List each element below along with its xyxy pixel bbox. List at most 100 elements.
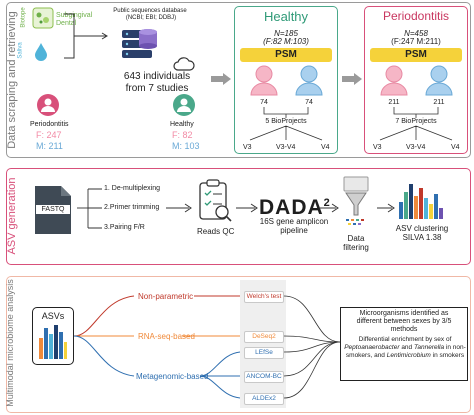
multimodal-analysis-section bbox=[6, 276, 471, 413]
perio-m: M: 211 bbox=[36, 141, 63, 151]
data-filter-icon bbox=[343, 176, 369, 225]
perio-psm-pill: PSM bbox=[370, 48, 462, 62]
biotope-dental: Dental bbox=[56, 20, 77, 27]
metagenomic-label: Metagenomic-based bbox=[136, 372, 209, 381]
healthy-female-icon bbox=[250, 65, 278, 96]
result-detail-1: Differential enrichment by sex bbox=[358, 336, 445, 343]
dada2-logo: DADA2 bbox=[259, 192, 331, 219]
data-scraping-label: Data scraping and retrieving bbox=[6, 11, 18, 149]
healthy-avatar-icon bbox=[173, 94, 195, 116]
dada2-desc-line1: 16S gene amplicon bbox=[259, 217, 329, 226]
reads-qc-label: Reads QC bbox=[197, 227, 235, 236]
periodontitis-avatar-icon bbox=[37, 94, 59, 116]
periodontitis-group-box bbox=[364, 6, 468, 154]
arrow-to-healthy bbox=[211, 73, 231, 85]
result-detail: Differential enrichment by sex of Peptoa… bbox=[344, 336, 466, 360]
asv-generation-section bbox=[6, 168, 471, 265]
perio-bioprojects: 7 BioProjects bbox=[395, 118, 437, 125]
welch-test-box: Welch's test bbox=[244, 291, 284, 303]
ancombc-box: ANCOM-BC bbox=[244, 371, 284, 383]
dada2-logo-sup: 2 bbox=[323, 197, 331, 209]
database-server-icon bbox=[122, 29, 157, 58]
asv-label-line1: ASV clustering bbox=[395, 224, 449, 233]
perio-region-v4: V4 bbox=[451, 144, 460, 151]
multimodal-analysis-label: Multimodal microbiome analysis bbox=[5, 279, 15, 407]
arrow-to-perio bbox=[342, 73, 362, 85]
healthy-region-v3v4: V3-V4 bbox=[276, 144, 296, 151]
asvs-box bbox=[32, 307, 74, 365]
healthy-box-title: Healthy bbox=[263, 9, 309, 24]
result-box bbox=[340, 307, 468, 381]
result-detail-5: in smokers bbox=[432, 352, 465, 359]
healthy-box-n: N=185 bbox=[274, 29, 298, 38]
arrow-to-qc bbox=[166, 203, 192, 213]
saliva-vertical-label: Saliva bbox=[17, 42, 24, 59]
db-sub: (NCBI; EBI; DDBJ) bbox=[125, 15, 177, 21]
result-genus-2: Tannerella bbox=[413, 344, 445, 351]
result-line1: Microorganisms identified as bbox=[359, 310, 449, 317]
individuals-line2: from 7 studies bbox=[125, 83, 189, 94]
filter-label-line2: filtering bbox=[343, 243, 369, 252]
method-connectors bbox=[74, 295, 241, 399]
filter-label-line1: Data bbox=[347, 234, 365, 243]
arrow-to-dada bbox=[236, 203, 258, 213]
dada2-desc-line2: pipeline bbox=[280, 226, 308, 235]
healthy-label: Healthy bbox=[170, 121, 194, 128]
perio-f: F: 247 bbox=[36, 130, 62, 140]
asv-label-line2: SILVA 1.38 bbox=[402, 233, 442, 242]
step-demultiplexing: 1. De-multiplexing bbox=[104, 185, 161, 192]
db-title: Public sequences database bbox=[113, 8, 187, 14]
perio-tree-lines bbox=[379, 107, 453, 141]
subgingival-icon bbox=[32, 7, 54, 29]
result-detail-4: in non-smokers, and bbox=[345, 344, 466, 359]
arrow-to-filter bbox=[319, 203, 339, 213]
perio-box-n: N=458 bbox=[404, 29, 428, 38]
lefse-box: LEfSe bbox=[244, 347, 284, 359]
dada2-logo-text: DADA bbox=[259, 196, 324, 219]
fastq-label: FASTQ bbox=[36, 205, 70, 214]
asvs-barplot-icon bbox=[39, 325, 67, 359]
healthy-bioprojects: 5 BioProjects bbox=[265, 118, 307, 125]
result-line2: different between sexes by 3/5 bbox=[356, 318, 452, 325]
healthy-f: F: 82 bbox=[172, 130, 193, 140]
perio-male-icon bbox=[425, 65, 453, 96]
individuals-line1: 643 individuals bbox=[123, 71, 191, 82]
preprocess-bracket bbox=[77, 188, 102, 229]
result-detail-3: and bbox=[401, 344, 413, 351]
healthy-psm-pill: PSM bbox=[240, 48, 332, 62]
cloud-icon bbox=[173, 57, 195, 71]
reads-qc-clipboard-icon bbox=[199, 179, 232, 222]
perio-count-left: 211 bbox=[388, 99, 400, 106]
perio-region-v3: V3 bbox=[373, 144, 382, 151]
perio-region-v3v4: V3-V4 bbox=[406, 144, 426, 151]
perio-count-right: 211 bbox=[433, 99, 445, 106]
healthy-group-box bbox=[234, 6, 338, 154]
healthy-count-left: 74 bbox=[260, 99, 268, 106]
result-line3: methods bbox=[390, 326, 418, 333]
aldex2-box: ALDEx2 bbox=[244, 393, 284, 405]
asv-generation-label: ASV generation bbox=[6, 177, 18, 255]
biotope-vertical-label: Biotope bbox=[20, 7, 27, 28]
healthy-male-icon bbox=[295, 65, 323, 96]
healthy-tree-lines bbox=[249, 107, 323, 141]
result-genus-1: Peptoanaerobacter bbox=[344, 344, 400, 351]
perio-box-fm: (F:247 M:211) bbox=[391, 37, 441, 46]
saliva-drop-icon bbox=[35, 43, 47, 61]
perio-label: Periodontitis bbox=[30, 121, 69, 128]
result-connectors bbox=[284, 295, 341, 399]
perio-female-icon bbox=[380, 65, 408, 96]
healthy-m: M: 103 bbox=[172, 141, 200, 151]
biotope-bracket bbox=[64, 13, 108, 59]
step-pairing: 3.Pairing F/R bbox=[104, 224, 145, 231]
healthy-count-right: 74 bbox=[305, 99, 313, 106]
healthy-box-fm: (F:82 M:103) bbox=[263, 37, 309, 46]
asvs-label: ASVs bbox=[41, 311, 65, 321]
asv-clustering-barplot-icon bbox=[399, 184, 443, 219]
perio-box-title: Periodontitis bbox=[382, 9, 450, 23]
step-primer-trimming: 2.Primer trimming bbox=[104, 204, 160, 211]
data-scraping-section bbox=[6, 2, 471, 158]
healthy-region-v4: V4 bbox=[321, 144, 330, 151]
result-detail-2: of bbox=[445, 336, 452, 343]
rnaseq-label: RNA-seq-based bbox=[138, 332, 195, 341]
nonparametric-label: Non-parametric bbox=[138, 292, 194, 301]
